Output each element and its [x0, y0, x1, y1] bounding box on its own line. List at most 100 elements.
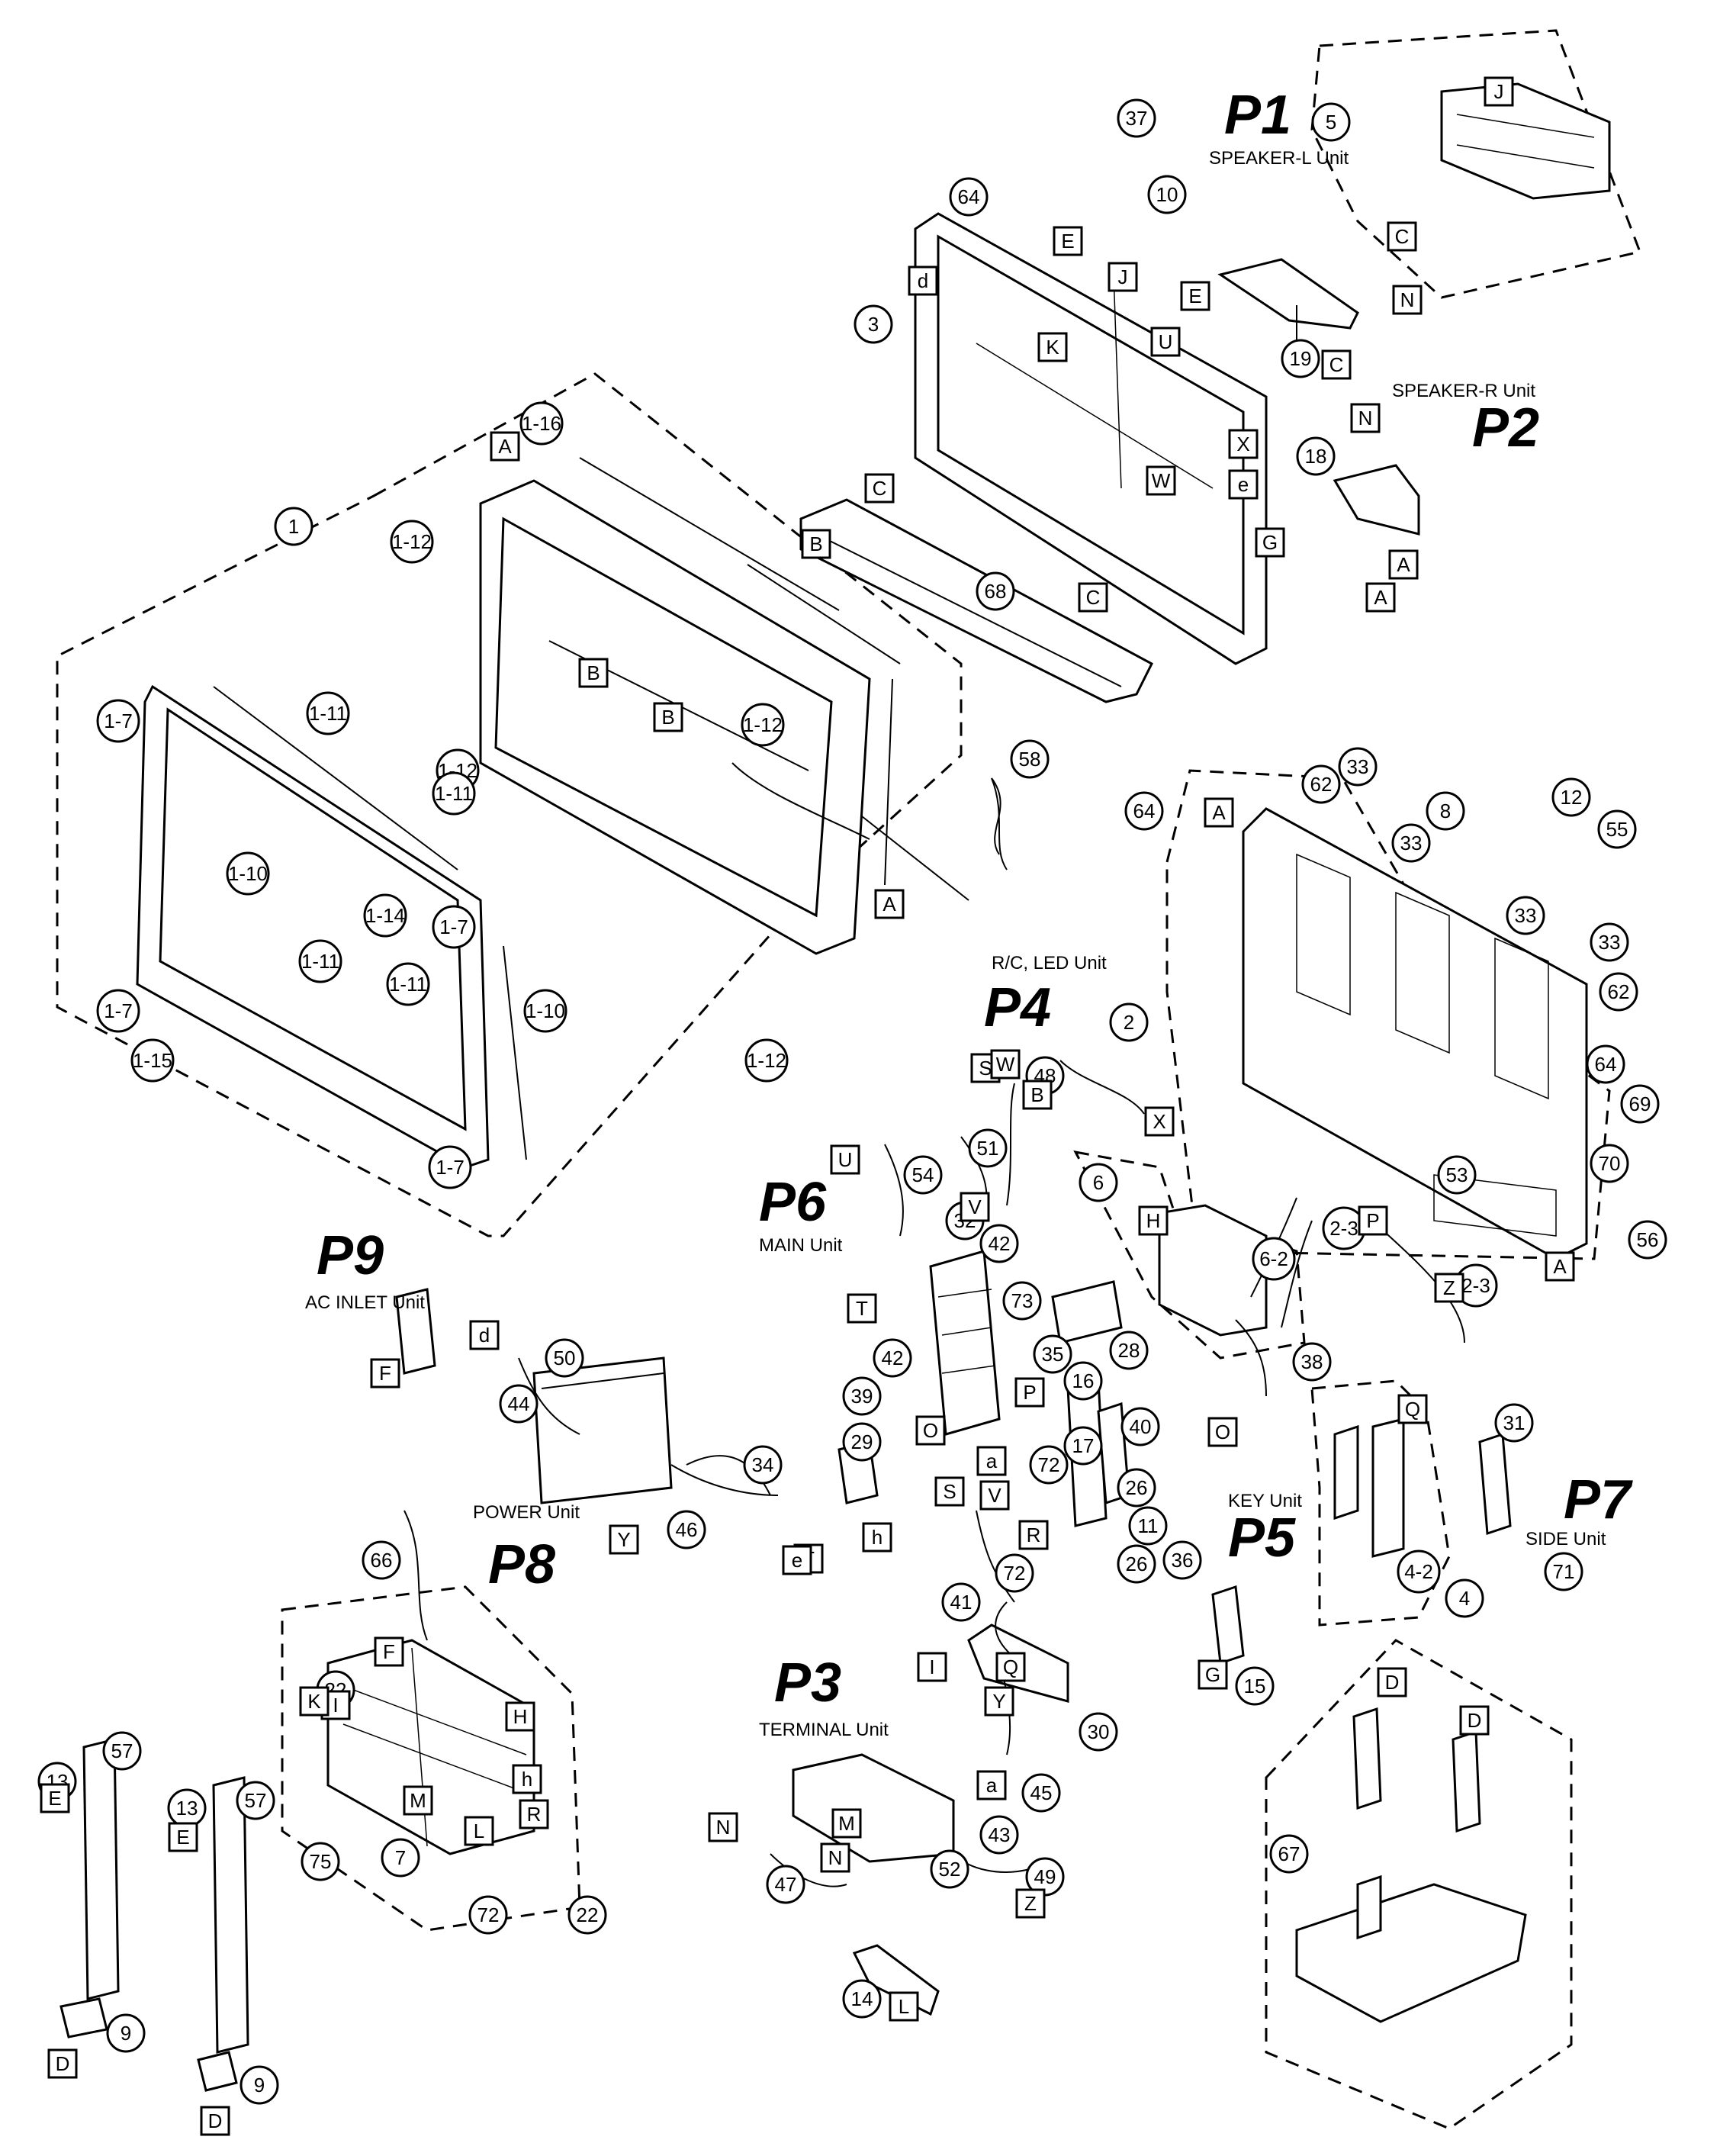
- connector-label: M: [410, 1789, 426, 1812]
- connector-label: I: [929, 1656, 934, 1678]
- callout-4: 4: [1445, 1578, 1484, 1618]
- callout-label: 16: [1072, 1369, 1095, 1392]
- callout-label: 75: [310, 1850, 332, 1873]
- connector-label: N: [716, 1816, 731, 1839]
- connector-label: P: [1023, 1381, 1036, 1404]
- connector-label: J: [1494, 80, 1504, 103]
- callout-label: 31: [1503, 1411, 1525, 1434]
- callout-64: 64: [1124, 791, 1164, 831]
- callout-label: 26: [1126, 1553, 1148, 1575]
- callout-6: 6: [1079, 1163, 1118, 1202]
- callout-1-14: 1-14: [363, 893, 407, 938]
- connector-label: B: [1030, 1083, 1043, 1106]
- connector-Q: Q: [1397, 1394, 1428, 1424]
- connector-label: W: [996, 1053, 1015, 1076]
- callout-55: 55: [1597, 809, 1637, 849]
- callout-1: 1: [274, 507, 313, 546]
- connector-H: H: [1138, 1205, 1169, 1236]
- callout-label: 43: [989, 1823, 1011, 1846]
- connector-label: F: [383, 1640, 395, 1663]
- callout-47: 47: [766, 1865, 805, 1904]
- callout-1-7: 1-7: [96, 989, 140, 1033]
- callout-69: 69: [1620, 1084, 1660, 1124]
- connector-J: J: [1108, 262, 1138, 292]
- callout-10: 10: [1147, 175, 1187, 214]
- connector-U: U: [830, 1144, 860, 1175]
- callout-58: 58: [1010, 739, 1050, 779]
- callout-33: 33: [1391, 823, 1431, 863]
- connector-N: N: [708, 1812, 738, 1842]
- unit-name-p5: KEY Unit: [1228, 1491, 1302, 1511]
- connector-label: B: [587, 661, 600, 684]
- callout-label: 49: [1034, 1865, 1056, 1888]
- callout-label: 19: [1290, 347, 1312, 370]
- connector-B: B: [801, 529, 831, 559]
- connector-D: D: [200, 2106, 230, 2136]
- callout-1-7: 1-7: [432, 905, 476, 949]
- callout-label: 45: [1030, 1781, 1053, 1804]
- connector-X: X: [1228, 429, 1259, 459]
- callout-label: 53: [1446, 1163, 1468, 1186]
- callout-label: 66: [371, 1549, 393, 1572]
- callout-label: 54: [912, 1163, 934, 1186]
- callout-label: 8: [1440, 800, 1451, 822]
- callout-6-2: 6-2: [1252, 1237, 1296, 1281]
- connector-D: D: [1377, 1667, 1407, 1697]
- callout-41: 41: [941, 1582, 981, 1622]
- unit-name-p1: SPEAKER-L Unit: [1209, 148, 1349, 169]
- callout-label: 64: [958, 185, 980, 208]
- connector-L: L: [889, 1991, 919, 2022]
- unit-code-p6: P6: [759, 1172, 827, 1233]
- connector-C: C: [1321, 349, 1352, 380]
- callout-1-11: 1-11: [432, 771, 476, 816]
- callout-16: 16: [1063, 1361, 1103, 1401]
- connector-label: d: [479, 1324, 490, 1347]
- connector-label: R: [1027, 1524, 1041, 1546]
- connector-A: A: [1388, 549, 1419, 580]
- connector-label: N: [828, 1846, 843, 1869]
- connector-Y: Y: [609, 1524, 639, 1555]
- callout-40: 40: [1120, 1407, 1160, 1446]
- callout-29: 29: [842, 1422, 882, 1462]
- callout-label: 57: [111, 1739, 133, 1762]
- connector-label: d: [918, 269, 928, 292]
- callout-label: 37: [1126, 107, 1148, 130]
- callout-label: 1-7: [104, 999, 133, 1022]
- callout-label: 50: [554, 1347, 576, 1369]
- callout-1-12: 1-12: [744, 1038, 789, 1083]
- callout-1-7: 1-7: [428, 1145, 472, 1189]
- callout-label: 72: [477, 1903, 500, 1926]
- speaker-bar: [799, 498, 1153, 703]
- callout-9: 9: [106, 2013, 146, 2053]
- callout-label: 11: [1138, 1514, 1159, 1537]
- connector-G: G: [1255, 527, 1285, 558]
- callout-34: 34: [743, 1445, 783, 1485]
- callout-label: 15: [1244, 1675, 1266, 1697]
- callout-1-12: 1-12: [390, 520, 434, 564]
- callout-4-2: 4-2: [1397, 1549, 1441, 1594]
- callout-12: 12: [1551, 777, 1591, 817]
- connector-label: F: [379, 1362, 391, 1385]
- left-stand-leg: [59, 1738, 120, 2039]
- connector-M: M: [403, 1785, 433, 1816]
- callout-label: 42: [989, 1232, 1011, 1255]
- callout-label: 51: [977, 1137, 999, 1160]
- connector-label: Q: [1405, 1398, 1420, 1421]
- callout-label: 1-12: [747, 1049, 786, 1072]
- connector-label: O: [923, 1419, 938, 1442]
- connector-T: T: [847, 1293, 877, 1324]
- callout-62: 62: [1301, 764, 1341, 804]
- connector-label: Z: [1443, 1276, 1455, 1299]
- callout-49: 49: [1025, 1857, 1065, 1897]
- unit-code-p3: P3: [774, 1652, 841, 1714]
- callout-label: 2-3: [1329, 1217, 1358, 1240]
- callout-label: 33: [1599, 931, 1621, 954]
- callout-label: 1: [288, 515, 299, 538]
- connector-label: L: [899, 1995, 909, 2018]
- callout-1-7: 1-7: [96, 699, 140, 743]
- callout-label: 64: [1133, 800, 1156, 822]
- callout-73: 73: [1002, 1281, 1042, 1321]
- group-outline-speaker-l: [1310, 29, 1642, 299]
- callout-37: 37: [1117, 98, 1156, 138]
- callout-label: 46: [676, 1518, 698, 1541]
